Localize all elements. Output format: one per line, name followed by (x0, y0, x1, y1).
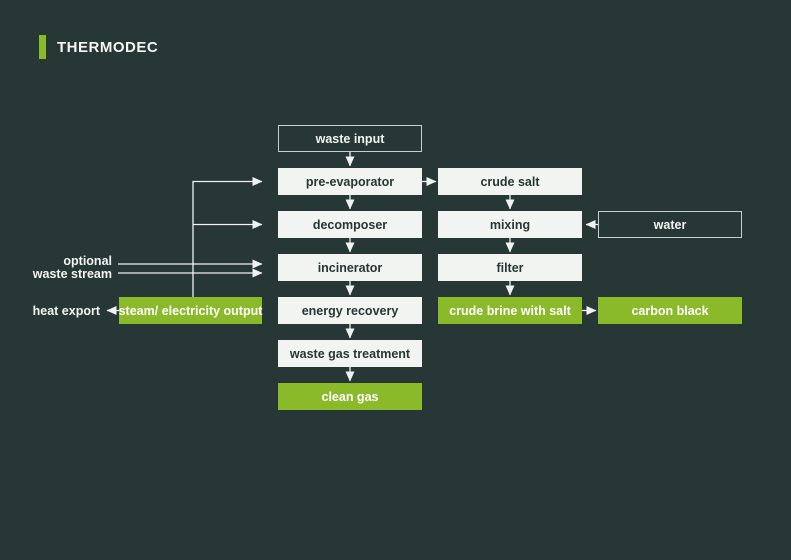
node-filter: filter (438, 254, 582, 281)
node-waste-gas-treatment: waste gas treatment (278, 340, 422, 367)
node-steam-electricity-output: steam/ electricity output (119, 297, 262, 324)
title-block: THERMODEC (39, 35, 158, 59)
node-crude-brine-with-salt: crude brine with salt (438, 297, 582, 324)
node-water: water (598, 211, 742, 238)
node-waste-input: waste input (278, 125, 422, 152)
line-steam-feedback-riser (192, 177, 263, 297)
node-decomposer: decomposer (278, 211, 422, 238)
title-accent-bar (39, 35, 46, 59)
label-optional-waste-stream-line2: waste stream (32, 267, 112, 281)
label-optional-waste-stream-line1: optional (63, 254, 112, 268)
node-energy-recovery: energy recovery (278, 297, 422, 324)
label-heat-export: heat export (32, 304, 100, 318)
page-title: THERMODEC (57, 38, 159, 56)
node-clean-gas: clean gas (278, 383, 422, 410)
node-carbon-black: carbon black (598, 297, 742, 324)
node-crude-salt: crude salt (438, 168, 582, 195)
label-optional-waste-stream: optional waste stream (33, 255, 112, 281)
node-pre-evaporator: pre-evaporator (278, 168, 422, 195)
node-mixing: mixing (438, 211, 582, 238)
node-incinerator: incinerator (278, 254, 422, 281)
